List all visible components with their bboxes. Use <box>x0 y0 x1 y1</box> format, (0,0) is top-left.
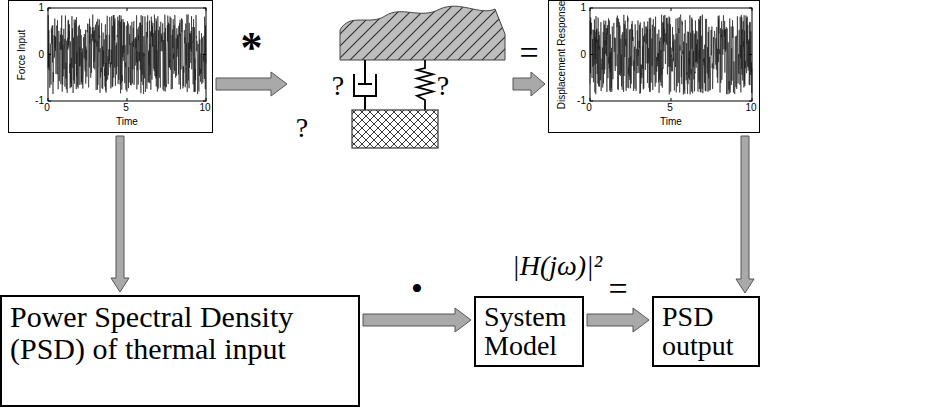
spring-unknown: ? <box>437 70 449 102</box>
force-plot: Force InputTime <box>8 0 213 133</box>
displacement-plot: Displacement ResponseTime <box>548 0 760 133</box>
tick-marks <box>590 8 752 101</box>
mass-unknown: ? <box>296 112 308 144</box>
ground-hatch <box>340 6 505 60</box>
box-text: Power Spectral Density (PSD) of thermal … <box>10 301 350 364</box>
block-arrow <box>513 72 545 96</box>
signal-plot <box>9 1 214 134</box>
tick-marks <box>48 8 206 101</box>
tick-label: 0 <box>586 102 592 113</box>
psd-input-box: Power Spectral Density (PSD) of thermal … <box>0 295 360 407</box>
tick-label: -1 <box>35 95 44 106</box>
tick-label: 1 <box>38 2 44 13</box>
damper-symbol <box>354 60 376 110</box>
block-arrow <box>111 136 129 292</box>
tick-label: 10 <box>199 102 210 113</box>
y-axis-label: Displacement Response <box>556 0 567 108</box>
box-text: System Model <box>484 302 574 361</box>
tick-label: 1 <box>580 2 586 13</box>
system-model-box: System Model <box>474 296 584 367</box>
mechanical-illustration <box>290 0 510 160</box>
y-axis-label: Force Input <box>16 29 27 80</box>
signal-plot <box>549 1 761 134</box>
x-axis-label: Time <box>660 116 682 127</box>
tick-label: 0 <box>44 102 50 113</box>
tick-label: 10 <box>745 102 756 113</box>
operator-label: • <box>411 272 423 306</box>
tick-label: 5 <box>123 102 129 113</box>
operator-label: = <box>519 36 538 70</box>
axes-frame <box>48 8 206 101</box>
tick-label: -1 <box>577 95 586 106</box>
block-arrow <box>736 136 754 293</box>
tick-label: 5 <box>667 102 673 113</box>
psd-output-box: PSD output <box>652 296 760 367</box>
noise-trace <box>590 15 752 95</box>
operator-label: * <box>241 26 263 70</box>
axes-frame <box>590 8 752 101</box>
transfer-function-label: |H(jω)|² <box>512 250 602 282</box>
block-arrow <box>363 308 471 332</box>
tick-label: 0 <box>38 48 44 59</box>
block-arrow <box>587 308 649 332</box>
ground <box>340 6 505 60</box>
noise-trace <box>48 15 206 94</box>
mass-block <box>352 110 438 148</box>
x-axis-label: Time <box>116 116 138 127</box>
block-arrow <box>216 72 287 96</box>
spring-symbol <box>417 60 433 110</box>
tick-label: 0 <box>580 48 586 59</box>
damper-unknown: ? <box>332 70 344 102</box>
box-text: PSD output <box>662 302 750 361</box>
mass-spring-damper: ??? <box>290 0 510 160</box>
operator-label: = <box>608 272 627 306</box>
